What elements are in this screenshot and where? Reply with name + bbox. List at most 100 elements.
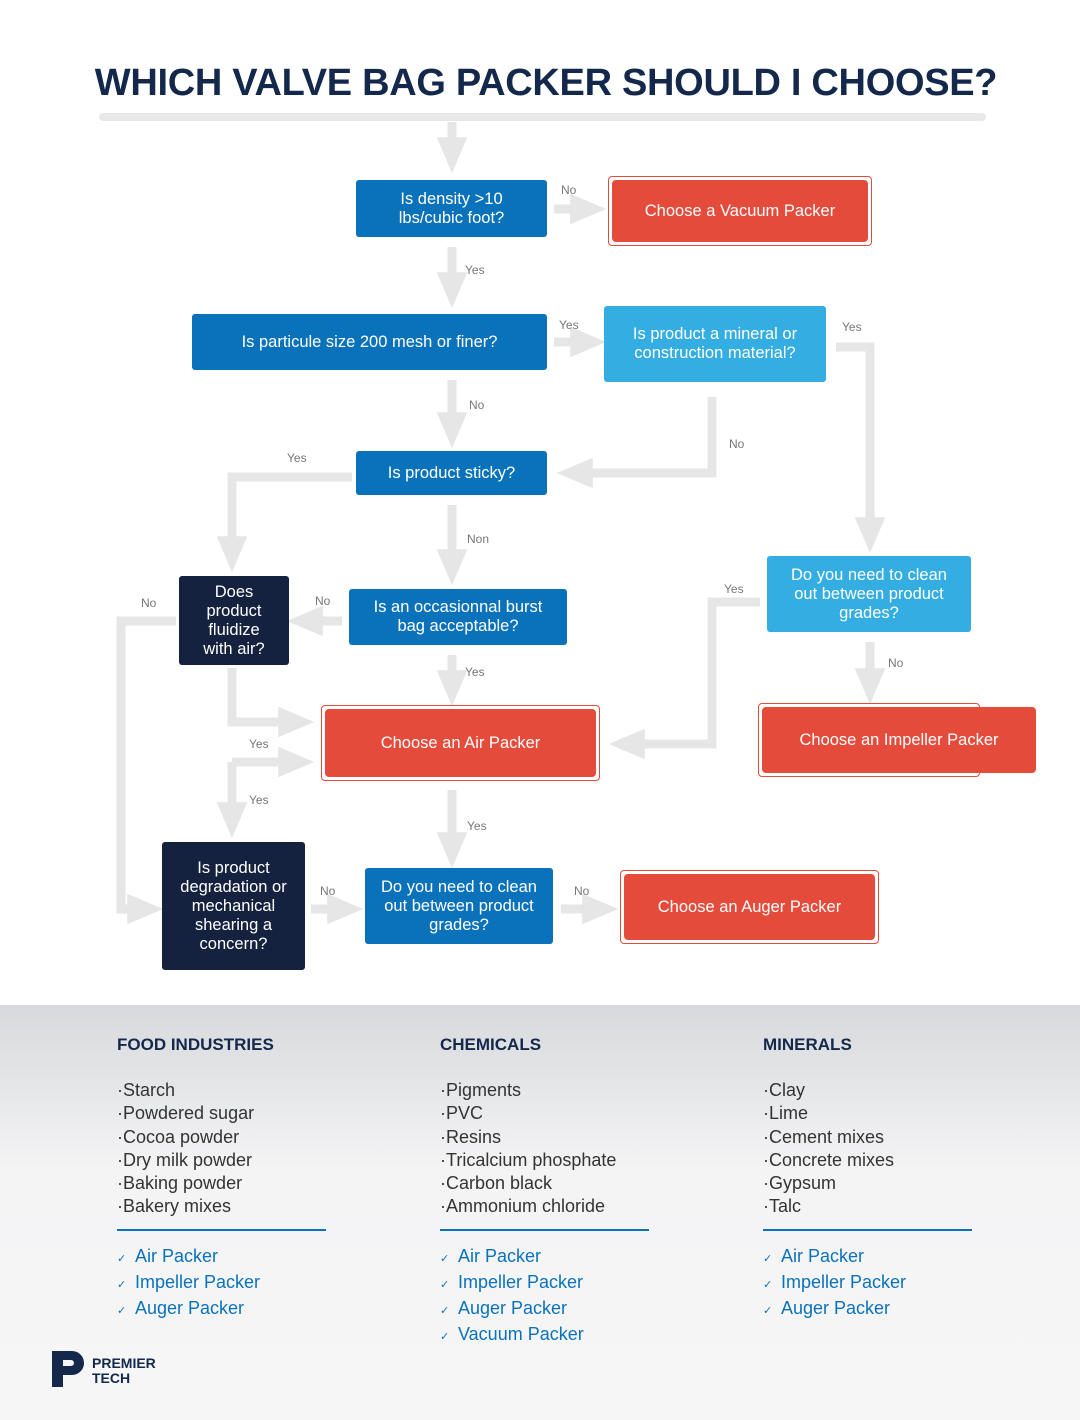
packer-label: Auger Packer	[458, 1297, 568, 1318]
result-air-label: Choose an Air Packer	[326, 710, 595, 776]
arrow-mineral-yes	[836, 342, 886, 554]
question-clean-out-right: Do you need to clean out between product…	[767, 556, 971, 632]
logo-line-1: PREMIER	[92, 1355, 156, 1371]
packer-label: Impeller Packer	[781, 1271, 907, 1292]
title-underline	[99, 113, 986, 121]
edge-label-density-yes: Yes	[465, 263, 485, 277]
packer-item: ✓ Auger Packer	[117, 1297, 326, 1323]
result-impeller-packer: Choose an Impeller Packer	[758, 703, 1035, 777]
checkmark-icon: ✓	[763, 1278, 773, 1291]
checkmark-icon: ✓	[117, 1252, 127, 1265]
page-title: WHICH VALVE BAG PACKER SHOULD I CHOOSE?	[94, 62, 998, 104]
packer-item: ✓ Impeller Packer	[117, 1271, 326, 1297]
premier-tech-logo-icon	[52, 1351, 84, 1387]
edge-label-degradation-no: No	[320, 884, 336, 898]
edge-label-sticky-no: Non	[467, 532, 490, 546]
packer-item: ✓ Impeller Packer	[440, 1271, 649, 1297]
list-item: Cement mixes	[763, 1126, 972, 1149]
list-item: Dry milk powder	[117, 1149, 326, 1172]
edge-label-particle-yes: Yes	[559, 318, 579, 332]
question-fluidize: Does product fluidize with air?	[179, 576, 289, 665]
checkmark-icon: ✓	[440, 1304, 450, 1317]
edge-label-clean-bottom-no: No	[574, 884, 590, 898]
product-list: Starch Powdered sugar Cocoa powder Dry m…	[117, 1079, 326, 1219]
column-minerals: MINERALS Clay Lime Cement mixes Concrete…	[763, 1035, 972, 1323]
list-item: Carbon black	[440, 1172, 649, 1195]
column-heading: FOOD INDUSTRIES	[117, 1035, 274, 1054]
logo-wordmark: PREMIER TECH	[92, 1356, 156, 1386]
list-item: Ammonium chloride	[440, 1195, 649, 1218]
list-item: Lime	[763, 1102, 972, 1125]
flow-connectors	[116, 122, 886, 925]
list-item: Gypsum	[763, 1172, 972, 1195]
list-item: Baking powder	[117, 1172, 326, 1195]
packer-label: Auger Packer	[781, 1297, 891, 1318]
list-item: Cocoa powder	[117, 1126, 326, 1149]
list-item: Talc	[763, 1195, 972, 1218]
packer-label: Air Packer	[135, 1245, 219, 1266]
checkmark-icon: ✓	[440, 1330, 450, 1343]
packer-item: ✓ Impeller Packer	[763, 1271, 972, 1297]
packer-item: ✓Air Packer	[440, 1245, 649, 1271]
arrow-sticky-yes	[216, 472, 352, 573]
packer-list: ✓Air Packer ✓ Impeller Packer ✓ Auger Pack…	[440, 1245, 649, 1349]
question-particle-size: Is particule size 200 mesh or finer?	[192, 314, 547, 370]
list-item: Resins	[440, 1126, 649, 1149]
result-auger-packer: Choose an Auger Packer	[620, 870, 879, 944]
edge-label-fluidize-yes: Yes	[249, 737, 269, 751]
edge-label-burst-yes: Yes	[465, 665, 485, 679]
question-mineral: Is product a mineral or construction mat…	[604, 306, 826, 382]
logo-line-2: TECH	[92, 1370, 131, 1386]
packer-item: ✓Air Packer	[763, 1245, 972, 1271]
packer-label: Impeller Packer	[135, 1271, 261, 1292]
packer-label: Vacuum Packer	[458, 1323, 584, 1344]
result-auger-label: Choose an Auger Packer	[625, 875, 874, 939]
question-density: Is density >10 lbs/cubic foot?	[356, 180, 547, 237]
edge-label-sticky-yes: Yes	[287, 451, 307, 465]
edge-label-burst-no: No	[315, 594, 331, 608]
result-impeller-label: Choose an Impeller Packer	[763, 708, 1035, 772]
packer-list: ✓Air Packer ✓ Impeller Packer ✓ Auger Pack…	[763, 1245, 972, 1323]
list-item: Clay	[763, 1079, 972, 1102]
checkmark-icon: ✓	[440, 1252, 450, 1265]
checkmark-icon: ✓	[763, 1252, 773, 1265]
arrow-mineral-no	[556, 397, 717, 489]
question-burst-bag: Is an occasionnal burst bag acceptable?	[349, 589, 567, 645]
premier-tech-logo: PREMIER TECH	[52, 1351, 156, 1392]
packer-list: ✓ Air Packer ✓ Impeller Packer ✓ Auger Pack…	[117, 1245, 326, 1323]
question-clean-out-bottom: Do you need to clean out between product…	[365, 868, 553, 944]
list-item: Powdered sugar	[117, 1102, 326, 1125]
checkmark-icon: ✓	[117, 1304, 127, 1317]
list-item: Concrete mixes	[763, 1149, 972, 1172]
edge-label-clean-right-yes: Yes	[724, 582, 744, 596]
column-food: FOOD INDUSTRIES Starch Powdered sugar Co…	[117, 1035, 326, 1323]
packer-item: ✓ Auger Packer	[763, 1297, 972, 1323]
list-item: Bakery mixes	[117, 1195, 326, 1218]
column-heading: CHEMICALS	[440, 1035, 542, 1054]
list-item: Tricalcium phosphate	[440, 1149, 649, 1172]
packer-item: ✓ Air Packer	[117, 1245, 326, 1271]
packer-label: Impeller Packer	[458, 1271, 584, 1292]
arrow-clean-right-yes	[608, 597, 760, 760]
edge-label-air-yes: Yes	[467, 819, 487, 833]
list-item: Pigments	[440, 1079, 649, 1102]
result-air-packer: Choose an Air Packer	[321, 705, 600, 781]
checkmark-icon: ✓	[763, 1304, 773, 1317]
arrow-fluidize-yes	[227, 668, 315, 738]
checkmark-icon: ✓	[117, 1278, 127, 1291]
list-item: PVC	[440, 1102, 649, 1125]
packer-item: ✓ Vacuum Packer	[440, 1323, 649, 1349]
arrow-fluidize-no	[116, 616, 176, 925]
edge-label-clean-right-no: No	[888, 656, 904, 670]
packer-label: Auger Packer	[135, 1297, 245, 1318]
product-list: Clay Lime Cement mixes Concrete mixes Gy…	[763, 1079, 972, 1219]
result-vacuum-label: Choose a Vacuum Packer	[613, 181, 867, 241]
product-list: Pigments PVC Resins Tricalcium phosphate…	[440, 1079, 649, 1219]
edge-label-fluidize-no: No	[141, 596, 157, 610]
column-divider	[440, 1228, 649, 1231]
checkmark-icon: ✓	[440, 1278, 450, 1291]
question-sticky: Is product sticky?	[356, 451, 547, 495]
column-chemicals: CHEMICALS Pigments PVC Resins Tricalcium…	[440, 1035, 649, 1349]
list-item: Starch	[117, 1079, 326, 1102]
edge-label-particle-no: No	[469, 398, 485, 412]
